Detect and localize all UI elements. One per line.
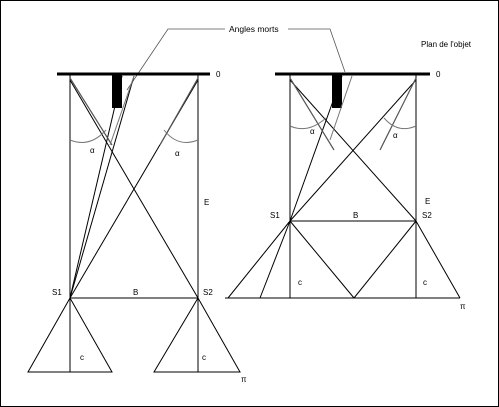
angles-morts-label: Angles morts [229,24,279,34]
right-ray-s1-obstacle [289,75,343,222]
right-angle-label-1: α [310,127,315,136]
right-s1-label: S1 [270,211,280,220]
right-angle-label-2: α [393,131,398,140]
right-cone-s1-right [289,220,355,299]
right-cone-s1-inner [259,220,291,299]
right-cone-s2-right [415,220,461,299]
left-object-label: 0 [216,70,221,79]
right-cone-s2-left [353,220,417,299]
left-angle-arc-2 [163,129,199,143]
right-angle-arc-1 [289,117,327,130]
right-baseline-label: B [353,211,358,220]
left-s2-label: S2 [203,288,213,297]
right-cone-c2-label: c [423,278,427,287]
right-fov-ray-2 [379,77,417,151]
right-cone-c1-label: c [298,278,302,287]
left-fov-ray-2 [159,77,199,146]
right-fov-ray-3 [329,75,353,141]
plan-objet-title: Plan de l'objet [421,40,472,49]
left-angle-label-2: α [175,149,180,158]
left-obstacle [112,74,122,108]
right-fov-ray-1 [289,77,335,151]
callout-leader-right [288,28,346,73]
left-e-label: E [204,198,209,207]
left-diagram: 0 α α E S1 S2 B c c π [27,70,247,384]
left-angle-arc-1 [69,129,107,143]
left-ray-s1-obstacle-2 [69,75,135,299]
right-object-label: 0 [436,70,441,79]
right-angle-arc-2 [383,117,417,130]
right-e-label: E [425,197,430,206]
left-cone-c2-label: c [202,353,206,362]
right-s2-label: S2 [422,211,432,220]
left-cone-s2 [153,297,241,373]
left-fov-ray-1 [69,77,113,146]
left-cone-c1-label: c [80,353,84,362]
left-ray-s2-left [69,79,199,299]
left-angle-label-1: α [90,146,95,155]
left-baseline-label: B [133,288,138,297]
left-ray-s1-obstacle [69,75,123,299]
left-pi-label: π [241,375,247,384]
right-ray-s2-up [289,79,417,222]
right-diagram: 0 α α E S1 S2 B c c π [225,70,466,311]
left-fov-ray-3 [109,75,135,146]
right-pi-label: π [460,302,466,311]
callout-leader-left [126,28,225,91]
left-s1-label: S1 [52,288,62,297]
right-cone-s1-left [227,220,291,299]
